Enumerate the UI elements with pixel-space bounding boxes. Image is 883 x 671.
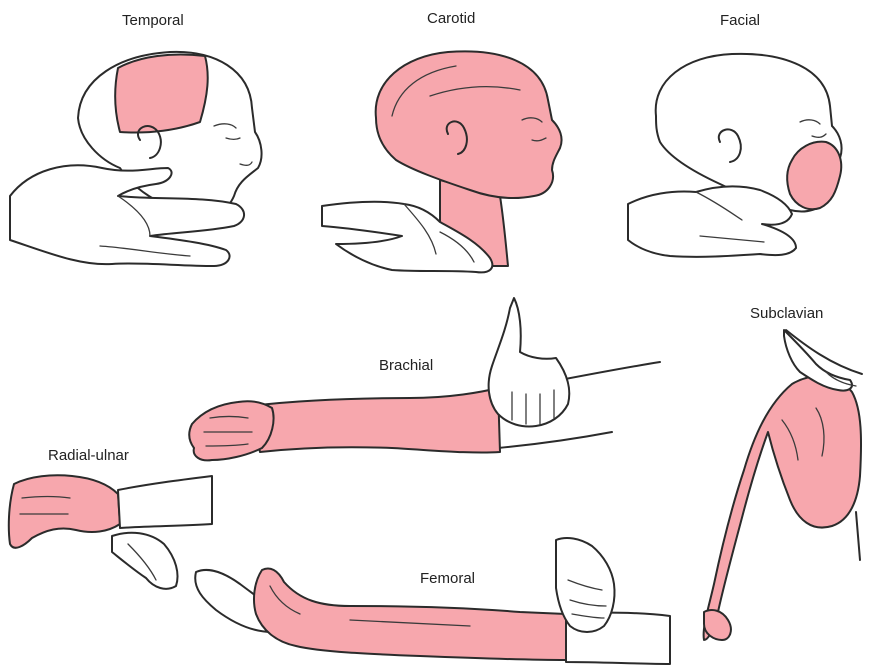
brachial-illustration	[189, 298, 660, 460]
label-facial: Facial	[720, 12, 760, 29]
label-brachial: Brachial	[379, 357, 433, 374]
label-temporal: Temporal	[122, 12, 184, 29]
label-subclavian: Subclavian	[750, 305, 823, 322]
femoral-illustration	[195, 538, 670, 664]
subclavian-illustration	[704, 330, 862, 640]
label-femoral: Femoral	[420, 570, 475, 587]
temporal-illustration	[10, 52, 262, 266]
label-carotid: Carotid	[427, 10, 475, 27]
label-radial-ulnar: Radial-ulnar	[48, 447, 129, 464]
radial-ulnar-illustration	[9, 475, 212, 589]
carotid-illustration	[322, 51, 562, 272]
facial-illustration	[628, 54, 842, 257]
